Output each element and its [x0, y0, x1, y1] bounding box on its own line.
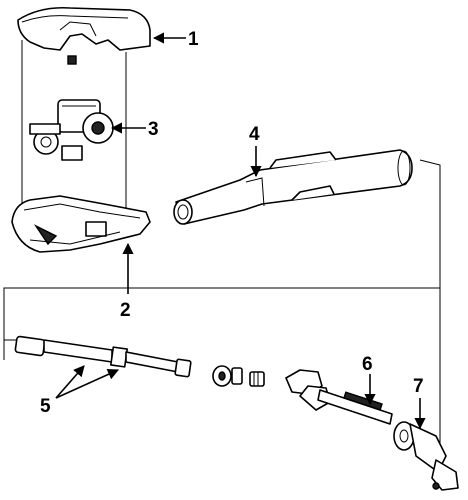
lower-shroud-cover — [11, 195, 151, 253]
leader-arrows — [55, 32, 426, 430]
callout-6: 6 — [362, 354, 373, 375]
shaft-hardware — [212, 365, 265, 387]
callout-5: 5 — [40, 396, 51, 417]
steering-column-jacket — [173, 149, 413, 225]
lower-shaft-universal-joint — [285, 369, 393, 425]
alignment-lines — [3, 40, 441, 470]
coupling-boot — [393, 421, 459, 491]
callouts: 1 2 3 4 5 6 7 — [40, 29, 424, 417]
upper-shroud-cover — [17, 6, 151, 65]
ignition-switch-assembly — [29, 99, 114, 161]
callout-4: 4 — [249, 124, 260, 145]
callout-7: 7 — [413, 376, 424, 397]
callout-1: 1 — [188, 29, 199, 50]
intermediate-shaft — [14, 335, 192, 378]
callout-3: 3 — [148, 119, 159, 140]
callout-2: 2 — [120, 300, 131, 321]
